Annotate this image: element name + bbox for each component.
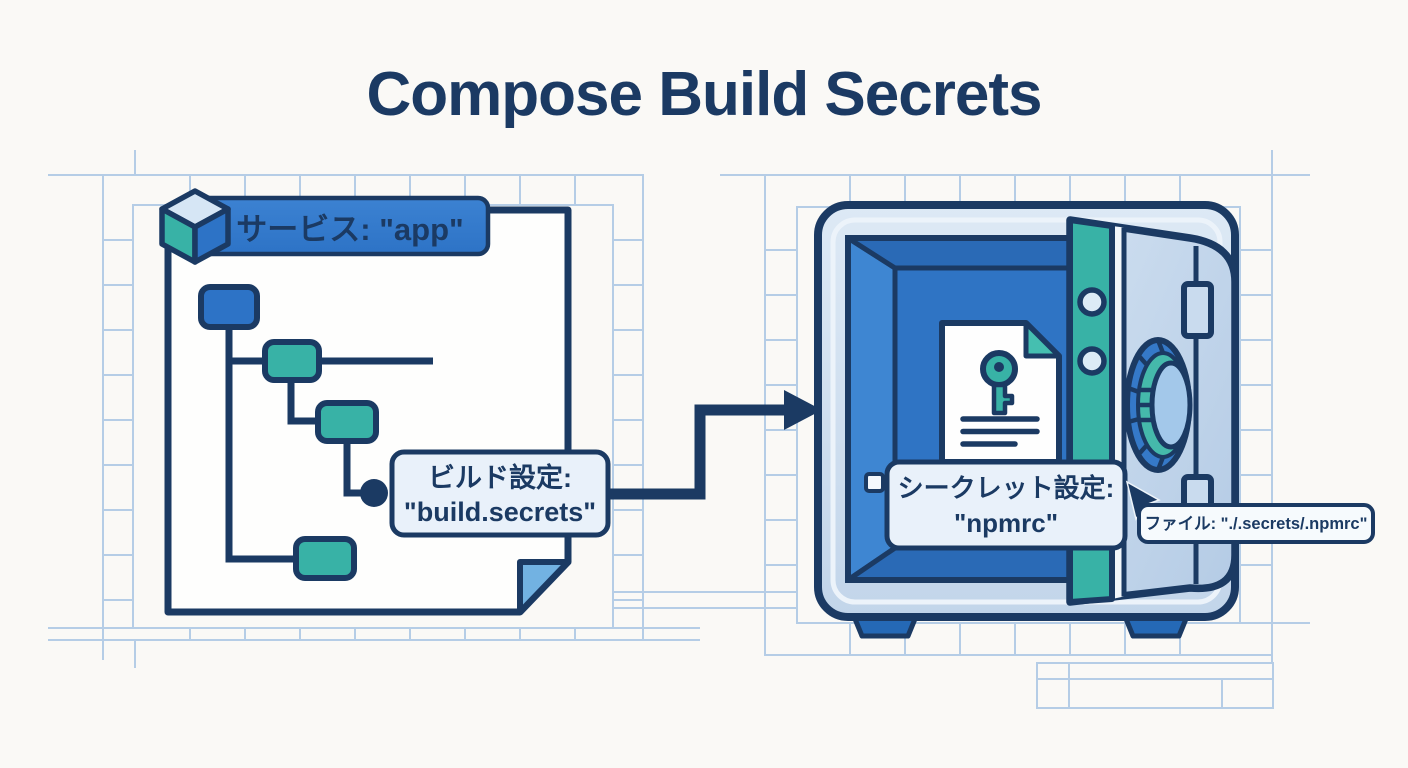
flow-arrow bbox=[608, 390, 822, 500]
title-block-table bbox=[1036, 662, 1274, 709]
page-title: Compose Build Secrets bbox=[366, 60, 1043, 129]
tree-node-2 bbox=[315, 400, 379, 444]
door-bolt-bottom bbox=[1077, 346, 1107, 376]
build-secrets-label: ビルド設定: "build.secrets" bbox=[389, 449, 611, 538]
cube-icon bbox=[159, 188, 231, 265]
secret-document bbox=[939, 320, 1062, 465]
document-fold bbox=[517, 559, 571, 615]
secret-document-fold bbox=[1023, 320, 1062, 359]
tree-node-root bbox=[198, 284, 260, 330]
door-bolt-top bbox=[1077, 287, 1107, 317]
build-secrets-label-line1: ビルド設定: bbox=[428, 462, 572, 493]
file-path-tooltip: ファイル: "./.secrets/.npmrc" bbox=[1137, 503, 1375, 544]
vault-panel bbox=[814, 201, 1239, 639]
secret-config-label-line2: "npmrc" bbox=[954, 508, 1058, 538]
secret-config-label-box bbox=[884, 459, 1128, 551]
file-path-tooltip-text: ファイル: "./.secrets/.npmrc" bbox=[1145, 515, 1368, 533]
key-icon bbox=[980, 350, 1018, 416]
secret-config-label-line1: シークレット設定: bbox=[898, 473, 1115, 503]
wall-detail-square bbox=[864, 472, 885, 493]
flow-arrow-line bbox=[608, 404, 786, 500]
vault-dial-icon bbox=[1124, 337, 1193, 473]
service-label: サービス: "app" bbox=[173, 195, 491, 257]
compose-file-panel: サービス: "app" ビルド設定: "build.secrets" bbox=[159, 188, 611, 616]
dial-spokes bbox=[1127, 339, 1166, 471]
service-label-text: サービス: "app" bbox=[236, 212, 463, 247]
tree-node-3 bbox=[293, 536, 357, 581]
service-tree bbox=[198, 284, 433, 581]
tree-connector-dot bbox=[360, 479, 388, 507]
file-path-tooltip-box bbox=[1137, 503, 1375, 544]
secret-config-label: シークレット設定: "npmrc" bbox=[884, 459, 1128, 551]
build-secrets-label-line2: "build.secrets" bbox=[404, 497, 596, 527]
tree-node-1 bbox=[262, 339, 322, 383]
flow-arrowhead bbox=[784, 390, 822, 430]
tree-connector bbox=[225, 326, 433, 563]
door-handle-top bbox=[1181, 281, 1214, 339]
secret-document-lines bbox=[960, 416, 1040, 447]
